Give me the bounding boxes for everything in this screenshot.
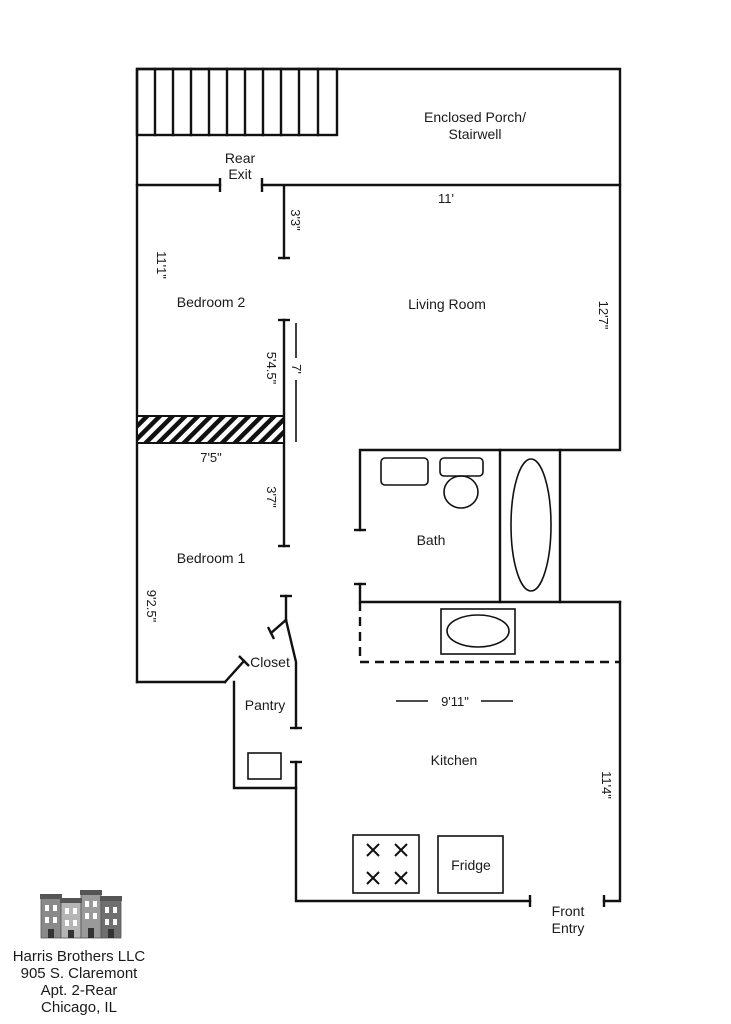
company-city: Chicago, IL	[41, 999, 117, 1016]
dim-5-4-5: 5'4.5"	[264, 352, 279, 385]
front-entry-label-line1: Front	[552, 903, 585, 919]
dim-bedroom-width: 7'5"	[200, 450, 222, 465]
dim-living-width: 11'	[438, 191, 454, 206]
kitchen-label: Kitchen	[431, 752, 478, 768]
living-room-label: Living Room	[408, 296, 486, 312]
dim-7: 7'	[289, 364, 304, 374]
porch-label-line2: Stairwell	[449, 126, 502, 142]
fridge-box	[437, 835, 504, 894]
dim-kitchen-depth: 11'4"	[599, 771, 614, 799]
hatched-wall	[136, 415, 285, 444]
walls	[135, 67, 622, 907]
kitchen-sink-icon	[440, 608, 516, 655]
toilet-bowl-icon	[443, 475, 479, 509]
bedroom1-label: Bedroom 1	[177, 550, 246, 566]
bathtub-icon	[510, 458, 552, 592]
rear-exit-label-line2: Exit	[228, 166, 251, 182]
dim-3-3: 3'3"	[288, 209, 303, 231]
dim-kitchen-width: 9'11"	[441, 694, 469, 709]
rear-exit-label-line1: Rear	[225, 150, 256, 166]
dim-living-depth: 12'7"	[596, 301, 611, 330]
bath-label: Bath	[417, 532, 446, 548]
dim-3-7: 3'7"	[264, 486, 279, 508]
toilet-tank-icon	[439, 457, 484, 477]
pantry-shelf-icon	[247, 752, 282, 780]
front-entry-label-line2: Entry	[552, 920, 585, 936]
porch-label-line1: Enclosed Porch/	[424, 109, 526, 125]
fridge-label: Fridge	[451, 857, 491, 873]
dim-bedroom2-depth: 11'1"	[154, 251, 169, 279]
dimension-lines	[295, 323, 513, 702]
rowhouse-logo-icon	[40, 890, 122, 939]
staircase	[135, 67, 339, 137]
kitchen-fixtures	[247, 608, 516, 894]
dim-bedroom1-depth: 9'2.5"	[144, 590, 159, 623]
company-unit: Apt. 2-Rear	[41, 982, 118, 999]
company-name: Harris Brothers LLC	[13, 948, 146, 965]
closet-label: Closet	[250, 654, 290, 670]
pantry-label: Pantry	[245, 697, 285, 713]
company-address: 905 S. Claremont	[21, 965, 139, 982]
bedroom2-label: Bedroom 2	[177, 294, 246, 310]
sink-icon	[380, 457, 429, 486]
bath-fixtures	[380, 457, 552, 592]
stove-burners-icon	[352, 834, 420, 894]
